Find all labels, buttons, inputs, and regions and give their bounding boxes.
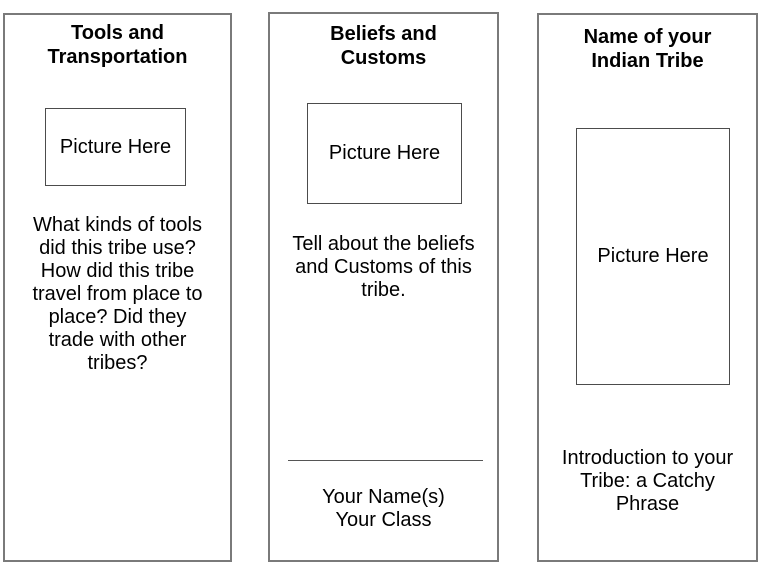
panel-title-tools: Tools and Transportation [5,21,230,69]
byline-name: Your Name(s) [322,486,445,508]
panel-tools-inner: Tools and Transportation Picture Here Wh… [5,15,230,560]
picture-placeholder-box-cover[interactable]: Picture Here [576,128,730,385]
picture-placeholder-box-tools[interactable]: Picture Here [45,108,186,186]
body-line: and Customs of this [295,256,472,278]
panel-body-tools: What kinds of tools did this tribe use? … [5,214,230,375]
panel-title-tribe-name: Name of your Indian Tribe [539,25,756,73]
panel-beliefs-customs: Beliefs and Customs Picture Here Tell ab… [268,12,499,562]
panel-title-line: Name of your [583,26,712,48]
panel-cover-inner: Name of your Indian Tribe Picture Here I… [539,15,756,560]
body-line: Tribe: a Catchy [580,470,715,492]
signature-divider-line [288,460,483,461]
panel-title-line: Transportation [47,46,188,68]
panel-body-cover: Introduction to your Tribe: a Catchy Phr… [539,447,756,516]
picture-placeholder-box-beliefs[interactable]: Picture Here [307,103,462,204]
picture-placeholder-label: Picture Here [59,135,172,158]
picture-placeholder-label: Picture Here [328,142,441,164]
body-line: place? Did they [48,306,187,328]
body-line: Phrase [615,493,680,515]
body-line: trade with other [48,329,187,351]
panel-title-line: Tools and [71,22,164,44]
panel-tribe-name-cover: Name of your Indian Tribe Picture Here I… [537,13,758,562]
body-line: What kinds of tools [33,214,202,236]
body-line: tribes? [87,352,148,374]
panel-tools-transportation: Tools and Transportation Picture Here Wh… [3,13,232,562]
panel-title-beliefs: Beliefs and Customs [270,22,497,70]
panel-title-line: Beliefs and [330,23,437,45]
body-line: travel from place to [32,283,203,305]
panel-beliefs-inner: Beliefs and Customs Picture Here Tell ab… [270,14,497,560]
picture-placeholder-label: Picture Here [597,245,709,267]
body-line: Introduction to your [561,447,734,469]
body-line: Tell about the beliefs [292,233,475,255]
body-line: tribe. [361,279,406,301]
body-line: How did this tribe [40,260,195,282]
panel-title-line: Customs [340,47,427,69]
body-line: did this tribe use? [39,237,196,259]
byline-block: Your Name(s) Your Class [270,486,497,532]
byline-class: Your Class [335,509,432,531]
panel-title-line: Indian Tribe [591,50,704,72]
panel-body-beliefs: Tell about the beliefs and Customs of th… [270,233,497,302]
